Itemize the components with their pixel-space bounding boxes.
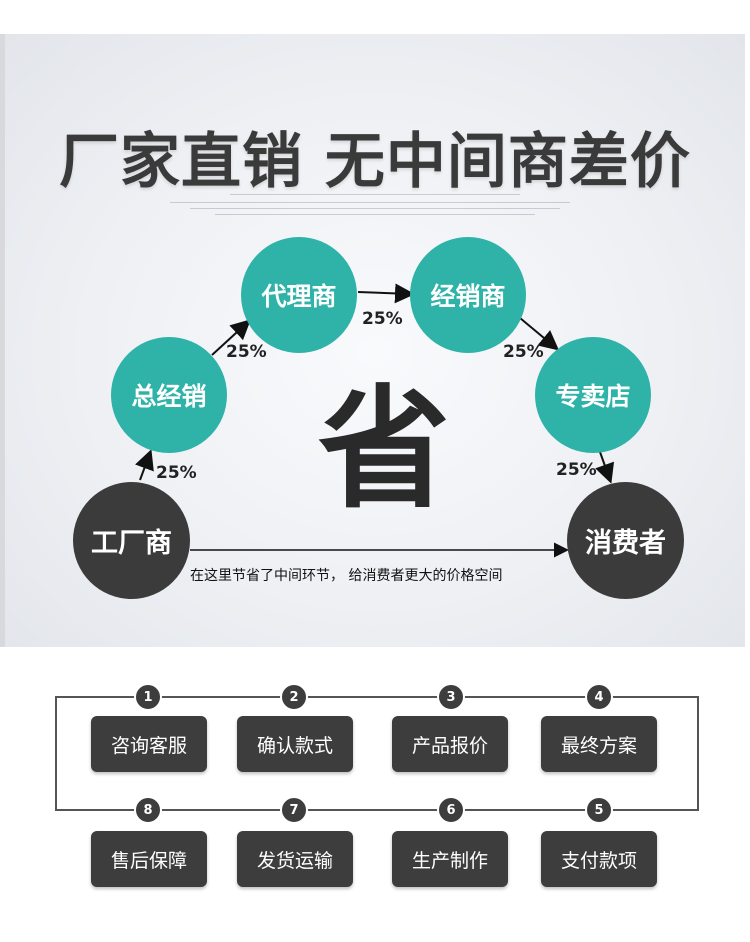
pct-factory-general: 25% [156, 463, 197, 483]
pct-dealer-store: 25% [503, 342, 544, 362]
panel-edge-strip [0, 34, 5, 647]
headline-title: 厂家直销 无中间商差价 [59, 127, 691, 197]
process-loop [55, 696, 699, 811]
node-general-distributor: 总经销 [111, 337, 227, 453]
pct-agent-dealer: 25% [362, 309, 403, 329]
node-agent: 代理商 [241, 237, 357, 353]
step-production: 生产制作 [392, 831, 508, 887]
step-number-7: 7 [280, 796, 308, 824]
arrow-store-consumer [595, 451, 615, 484]
center-save-character: 省 [318, 373, 450, 527]
arrow-factory-general [135, 449, 154, 481]
step-quote: 产品报价 [392, 716, 508, 772]
step-final-plan: 最终方案 [541, 716, 657, 772]
step-number-6: 6 [437, 796, 465, 824]
step-number-2: 2 [280, 683, 308, 711]
decor-line [215, 214, 535, 215]
bottom-note: 在这里节省了中间环节， 给消费者更大的价格空间 [190, 568, 503, 584]
step-confirm-style: 确认款式 [237, 716, 353, 772]
node-factory: 工厂商 [73, 482, 190, 599]
arrow-dealer-store [519, 317, 560, 351]
arrow-general-agent [211, 319, 251, 356]
step-after-sales: 售后保障 [91, 831, 207, 887]
step-consult: 咨询客服 [91, 716, 207, 772]
step-number-5: 5 [585, 796, 613, 824]
node-dealer: 经销商 [410, 237, 526, 353]
pct-store-consumer: 25% [556, 460, 597, 480]
pct-general-agent: 25% [226, 342, 267, 362]
decor-line [230, 194, 520, 195]
step-number-4: 4 [585, 683, 613, 711]
step-shipping: 发货运输 [237, 831, 353, 887]
arrow-agent-dealer [357, 283, 415, 304]
decor-line [190, 208, 560, 209]
step-number-8: 8 [134, 796, 162, 824]
node-store: 专卖店 [535, 337, 651, 453]
step-payment: 支付款项 [541, 831, 657, 887]
step-number-1: 1 [134, 683, 162, 711]
node-consumer: 消费者 [567, 482, 684, 599]
step-number-3: 3 [437, 683, 465, 711]
decor-line [170, 202, 570, 203]
